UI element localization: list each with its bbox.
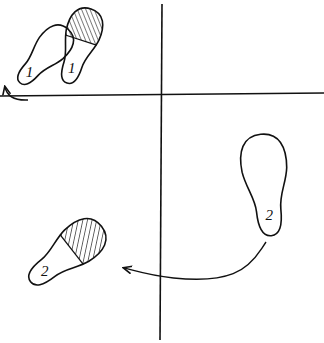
footprint-outline: [8, 196, 124, 312]
step-arrow: [124, 242, 266, 279]
horizontal-axis: [0, 93, 324, 96]
step-number: 1: [68, 61, 76, 76]
step-number-holder: 1: [26, 65, 34, 80]
footprint: 2: [8, 196, 124, 312]
step-number: 2: [265, 208, 273, 223]
weight-hatching: [55, 202, 122, 271]
step-number-holder: 2: [265, 208, 273, 223]
footprint-outline: [236, 128, 296, 242]
shoe-outline: [18, 210, 114, 297]
footprint-outline: [50, 2, 108, 94]
step-number: 2: [41, 263, 49, 278]
vertical-axis: [160, 4, 162, 340]
shoe-outline: [50, 4, 107, 89]
shoe-outline: [238, 132, 294, 238]
step-number: 1: [26, 65, 34, 80]
weight-hatching: [59, 0, 115, 47]
footprint: 2: [236, 128, 296, 242]
footprint: 1: [50, 2, 108, 94]
step-number-holder: 2: [41, 263, 49, 278]
turn-arrow: [5, 87, 28, 100]
step-number-holder: 1: [68, 61, 76, 76]
